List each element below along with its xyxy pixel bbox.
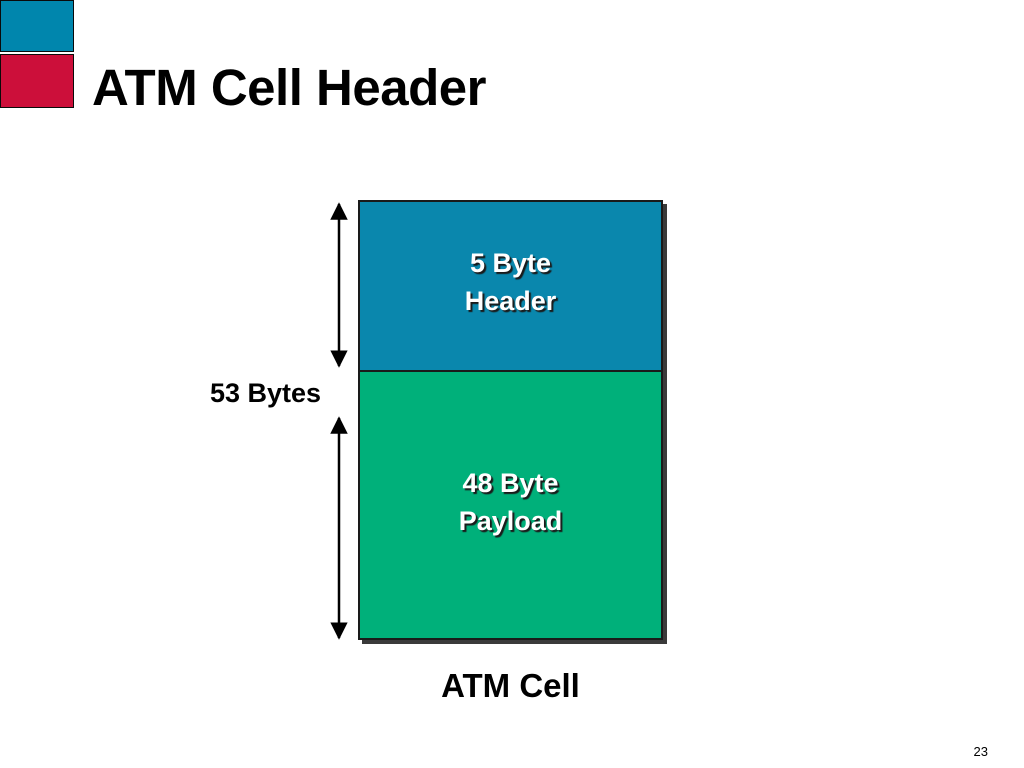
logo-blue-square	[0, 0, 74, 52]
payload-block-label-line1: 48 Byte	[462, 468, 559, 498]
cell-caption: ATM Cell	[441, 667, 580, 704]
slide-title: ATM Cell Header	[92, 59, 486, 116]
payload-block-label: 48 Byte Payload	[360, 464, 661, 540]
header-block-label-line2: Header	[464, 286, 557, 316]
header-block-label-line1: 5 Byte	[469, 248, 552, 278]
payload-block-label-line2: Payload	[458, 506, 563, 536]
cell-size-label: 53 Bytes	[210, 378, 322, 408]
header-block-label: 5 Byte Header	[360, 244, 661, 320]
cell-payload-block: 48 Byte Payload	[360, 372, 661, 638]
logo-red-square	[0, 54, 74, 108]
page-number: 23	[973, 744, 988, 759]
atm-cell: 5 Byte Header 48 Byte Payload	[358, 200, 663, 640]
cell-header-block: 5 Byte Header	[360, 202, 661, 372]
